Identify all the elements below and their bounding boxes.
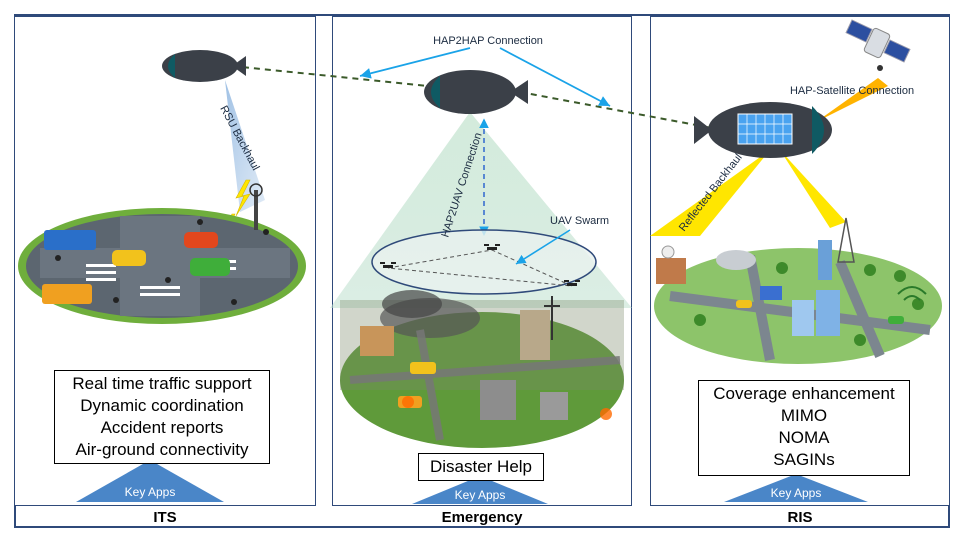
hap-airship-center-icon <box>424 70 528 114</box>
panel-title-its: ITS <box>153 509 177 526</box>
rsu-tower-icon <box>254 190 258 230</box>
uav-swarm-label: UAV Swarm <box>550 215 609 227</box>
uav-swarm-ring <box>371 229 597 295</box>
hap-airship-left-icon <box>162 50 246 82</box>
car-icon <box>184 232 218 248</box>
panel-title-emergency: Emergency <box>441 509 523 526</box>
its-app-item: Dynamic coordination <box>80 396 244 415</box>
key-apps-label: Key Apps <box>454 488 506 502</box>
emergency-apps-box: Disaster Help <box>418 453 544 481</box>
hap-airship-ris-icon <box>694 102 832 158</box>
its-app-item: Accident reports <box>100 418 224 437</box>
uav-swarm-pointer <box>515 229 571 265</box>
emergency-app-item: Disaster Help <box>429 457 533 476</box>
ris-app-item: NOMA <box>778 428 830 447</box>
hap-satellite-label: HAP-Satellite Connection <box>790 85 914 97</box>
car-icon <box>112 250 146 266</box>
hap-link-dashed-right <box>519 91 713 129</box>
smart-city-ground-scene <box>654 217 942 364</box>
key-apps-triangle <box>724 474 868 502</box>
its-app-item: Air-ground connectivity <box>75 440 249 459</box>
rsu-backhaul-beam <box>225 80 265 212</box>
lightning-icon <box>235 179 251 217</box>
drone-icon <box>484 244 500 250</box>
uav-mesh-links <box>387 249 573 287</box>
bus-icon <box>42 284 92 304</box>
ris-reflection-beam <box>780 150 846 228</box>
satellite-link-beam <box>816 78 888 122</box>
its-app-item: Real time traffic support <box>72 374 252 393</box>
drone-icon <box>564 280 580 286</box>
ris-app-item: SAGINs <box>773 450 835 469</box>
reflected-backhaul-beam <box>650 150 770 236</box>
its-apps-box: Real time traffic support Dynamic coordi… <box>54 370 270 464</box>
bus-icon <box>44 230 96 250</box>
ris-app-item: Coverage enhancement <box>713 384 895 403</box>
disaster-ground-scene <box>340 290 624 448</box>
hap2hap-arrow-left <box>359 47 471 79</box>
key-apps-label: Key Apps <box>770 486 822 500</box>
ris-apps-box: Coverage enhancement MIMO NOMA SAGINs <box>698 380 910 476</box>
its-ground-scene <box>18 183 306 324</box>
hap2hap-arrow-right <box>499 47 611 107</box>
hap-link-dashed-left <box>231 65 429 87</box>
drone-icon <box>380 262 396 268</box>
key-apps-triangle <box>412 476 548 504</box>
hap2hap-label: HAP2HAP Connection <box>433 35 543 47</box>
panel-title-ris: RIS <box>787 509 813 526</box>
car-icon <box>190 258 230 276</box>
key-apps-label: Key Apps <box>124 485 176 499</box>
satellite-icon <box>845 19 911 71</box>
ris-app-item: MIMO <box>780 406 828 425</box>
key-apps-triangle <box>76 460 224 502</box>
